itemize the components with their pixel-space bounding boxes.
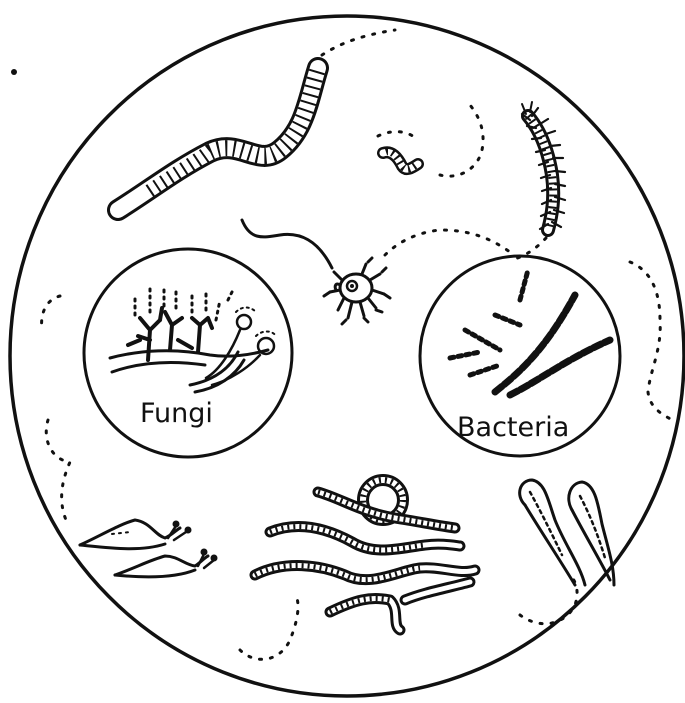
small-worm-icon [383, 152, 418, 169]
fungi-label: Fungi [140, 398, 213, 429]
bacteria-circle: Bacteria [420, 256, 620, 456]
earthworm-icon [118, 68, 318, 210]
bacteria-label: Bacteria [457, 412, 569, 443]
left-trail [42, 296, 60, 330]
small-worm-trail [378, 105, 483, 176]
slug-icon [80, 520, 192, 549]
slug-icon-2 [115, 549, 218, 577]
bottom-left-trail [46, 420, 70, 520]
mite-trail [385, 230, 510, 255]
right-trail [630, 262, 672, 420]
bottom-right-trail [520, 575, 577, 624]
bottom-center-trail [240, 595, 298, 659]
fungi-circle: Fungi [84, 249, 292, 457]
stray-dot [11, 69, 17, 75]
rotifer-icon [520, 480, 614, 585]
mite-icon [242, 220, 390, 324]
centipede-icon [522, 102, 565, 230]
earthworm-trail [322, 30, 395, 55]
nematode-icon [255, 480, 475, 630]
